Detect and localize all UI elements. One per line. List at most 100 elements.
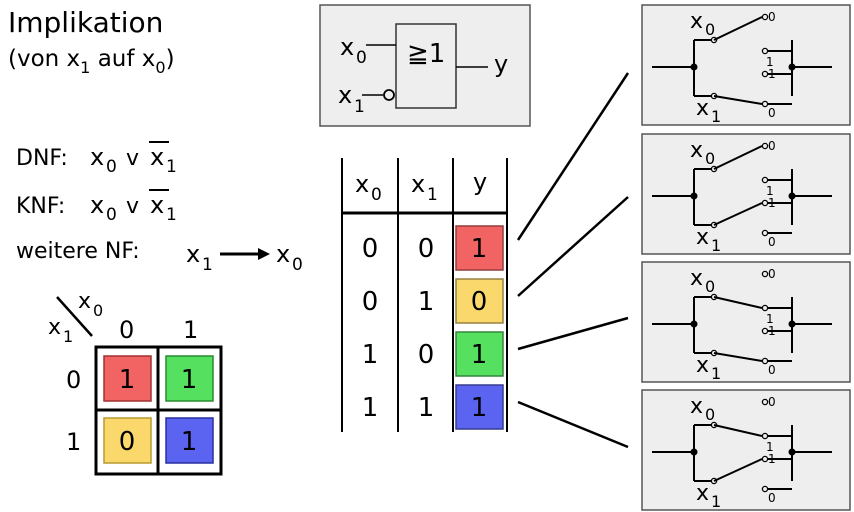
junction <box>788 448 796 456</box>
cell-x0: 0 <box>362 234 379 264</box>
svg-text:1: 1 <box>711 107 721 126</box>
switch-contact <box>761 398 769 406</box>
switch-var-x0: x <box>690 9 703 34</box>
switch-x0-arm <box>713 16 763 41</box>
cell-x1: 0 <box>418 340 435 370</box>
contact-label: 1 <box>766 55 774 69</box>
contact-label: 0 <box>768 235 776 249</box>
title: Implikation <box>8 6 163 39</box>
switch-contact <box>761 455 769 463</box>
cell-y: 1 <box>471 340 488 370</box>
svg-text:x: x <box>48 315 61 340</box>
switch-x1-arm <box>713 352 763 362</box>
switch-contact <box>761 13 769 21</box>
output-cell <box>455 331 504 377</box>
svg-text:1: 1 <box>711 236 721 255</box>
switch-x1-arm <box>713 95 763 105</box>
svg-text:0: 0 <box>93 301 103 320</box>
cell-x1: 1 <box>418 287 435 317</box>
gate-output: y <box>494 50 508 78</box>
svg-text:x: x <box>150 143 164 171</box>
switch-panel-bg <box>641 261 851 383</box>
switch-panel-bg <box>641 133 851 255</box>
svg-text:x: x <box>276 240 290 268</box>
contact-label: 1 <box>766 184 774 198</box>
other-nf-formula: weitere NF: x 1 x 0 <box>16 239 303 275</box>
kmap-col-label: 1 <box>183 316 198 344</box>
subtitle: (von x1 auf x0) <box>8 46 175 77</box>
svg-text:0: 0 <box>106 157 117 177</box>
switch-contact <box>761 70 769 78</box>
switch-contact <box>761 229 769 237</box>
switch-contact <box>761 100 769 108</box>
switch-x1-arm <box>713 202 763 226</box>
kmap-col-label: 0 <box>119 316 134 344</box>
contact-label: 0 <box>768 106 776 120</box>
output-cell <box>455 384 504 430</box>
svg-text:v: v <box>126 146 139 171</box>
switch-contact <box>761 199 769 207</box>
switch-var-x1: x <box>696 225 709 250</box>
connector-lines <box>516 72 630 449</box>
svg-text:x: x <box>355 170 369 198</box>
switch-x0-arm <box>713 296 763 309</box>
junction <box>690 320 698 328</box>
svg-text:weitere NF:: weitere NF: <box>16 239 140 264</box>
or-gate <box>395 23 457 109</box>
contact-label: 1 <box>768 196 776 210</box>
kmap-row-label: 0 <box>66 366 81 394</box>
switch-contact <box>761 327 769 335</box>
output-cell <box>455 225 504 271</box>
switch-x1-arm <box>713 458 763 482</box>
svg-text:x: x <box>411 170 425 198</box>
contact-label: 1 <box>766 440 774 454</box>
gate-input-x0: x <box>340 33 354 61</box>
junction <box>690 448 698 456</box>
negation-bubble <box>383 89 395 101</box>
kmap-diagonal <box>56 296 93 337</box>
junction <box>788 63 796 71</box>
junction <box>690 63 698 71</box>
output-cell <box>455 278 504 324</box>
svg-text:0: 0 <box>705 405 715 424</box>
cell-x0: 1 <box>362 393 379 423</box>
switch-contact <box>761 357 769 365</box>
svg-text:KNF:: KNF: <box>16 194 65 219</box>
switch-var-x1: x <box>696 353 709 378</box>
kmap-cell <box>103 417 152 464</box>
kmap-cell <box>165 417 214 464</box>
svg-text:1: 1 <box>354 97 365 117</box>
kmap-row-label: 1 <box>66 428 81 456</box>
junction <box>690 192 698 200</box>
svg-text:x: x <box>90 143 104 171</box>
cell-x0: 0 <box>362 287 379 317</box>
kmap-cell-value: 0 <box>119 427 136 457</box>
switch-contact <box>761 304 769 312</box>
switch-x0-arm <box>713 424 763 437</box>
svg-text:1: 1 <box>202 255 213 275</box>
svg-text:x: x <box>78 289 91 314</box>
svg-text:1: 1 <box>166 205 177 225</box>
switch-var-x1: x <box>696 96 709 121</box>
svg-text:DNF:: DNF: <box>16 146 68 171</box>
svg-text:0: 0 <box>371 185 382 205</box>
cell-x1: 1 <box>418 393 435 423</box>
switch-panel-bg <box>641 389 851 511</box>
kmap: x 0 x 1 0 1 0 1 1 1 0 1 <box>48 289 223 476</box>
dnf-formula: DNF: x 0 v x 1 <box>16 141 177 177</box>
svg-text:y: y <box>473 168 487 196</box>
svg-text:1: 1 <box>63 327 73 346</box>
switch-contact <box>761 47 769 55</box>
svg-text:0: 0 <box>705 277 715 296</box>
knf-formula: KNF: x 0 v x 1 <box>16 189 177 225</box>
contact-label: 0 <box>768 395 776 409</box>
